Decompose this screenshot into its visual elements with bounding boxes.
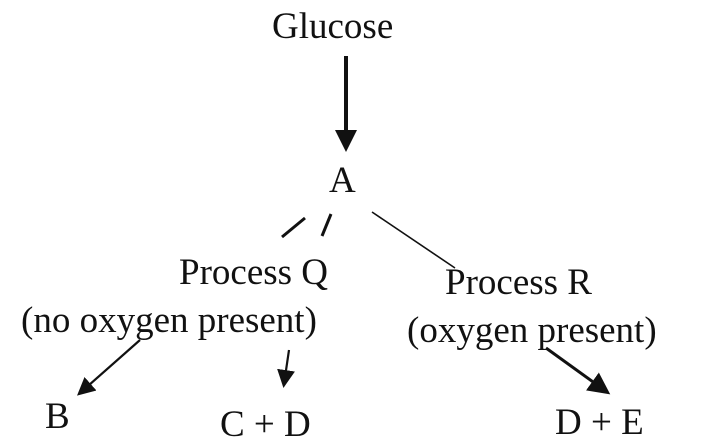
line-a-to-process-q-1 [281,216,306,239]
line-a-to-process-r [371,211,456,269]
node-process-q-condition: (no oxygen present) [21,300,317,341]
node-c-plus-d: C + D [220,404,311,445]
node-b: B [45,396,70,437]
node-process-q: Process Q [179,252,329,293]
node-glucose: Glucose [272,6,394,47]
arrow-process-q-to-cd [277,349,295,388]
node-process-r-condition: (oxygen present) [407,310,657,351]
line-a-to-process-q-2 [320,213,333,237]
arrow-process-r-to-de [545,346,611,395]
node-process-r: Process R [445,262,592,303]
node-d-plus-e: D + E [555,402,644,443]
node-a: A [329,160,356,201]
arrow-process-q-to-b [77,339,141,396]
